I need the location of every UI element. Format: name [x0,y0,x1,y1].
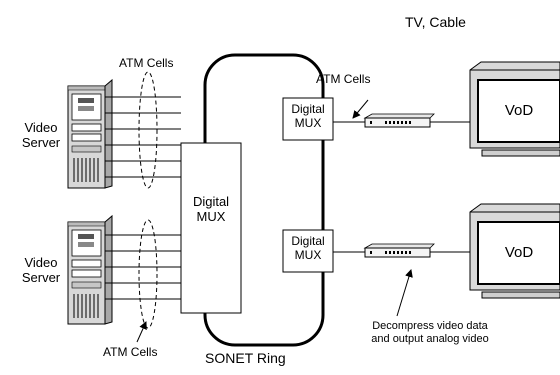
decoder-bottom-icon [365,244,434,257]
server-1-links [105,97,181,177]
decompress-note-label: Decompress video data and output analog … [345,320,515,345]
vod-bottom-label: VoD [478,244,560,261]
center-mux-box [181,143,241,313]
top-mux-label: Digital MUX [283,103,333,131]
atm-cells-bottom-label: ATM Cells [103,346,157,360]
atm-bundle-ellipse-top [139,72,157,188]
server-2-links [105,235,181,299]
output-links [333,122,470,252]
tv-cable-label: TV, Cable [405,14,466,30]
sonet-ring-label: SONET Ring [205,350,286,366]
video-server-1-label: Video Server [14,121,68,151]
decoder-top-icon [365,114,434,127]
server-1-icon [68,80,112,188]
atm-arrow-top-right [353,100,368,118]
decompress-arrow [397,270,411,316]
bottom-mux-label: Digital MUX [283,235,333,263]
atm-cells-top-right-label: ATM Cells [316,73,370,87]
server-2-icon [68,216,112,324]
video-server-2-label: Video Server [14,256,68,286]
center-mux-label: Digital MUX [181,195,241,225]
atm-bundle-ellipse-bottom [139,220,157,328]
vod-top-label: VoD [478,102,560,119]
atm-arrow-bottom [137,322,146,342]
atm-cells-top-left-label: ATM Cells [119,57,173,71]
